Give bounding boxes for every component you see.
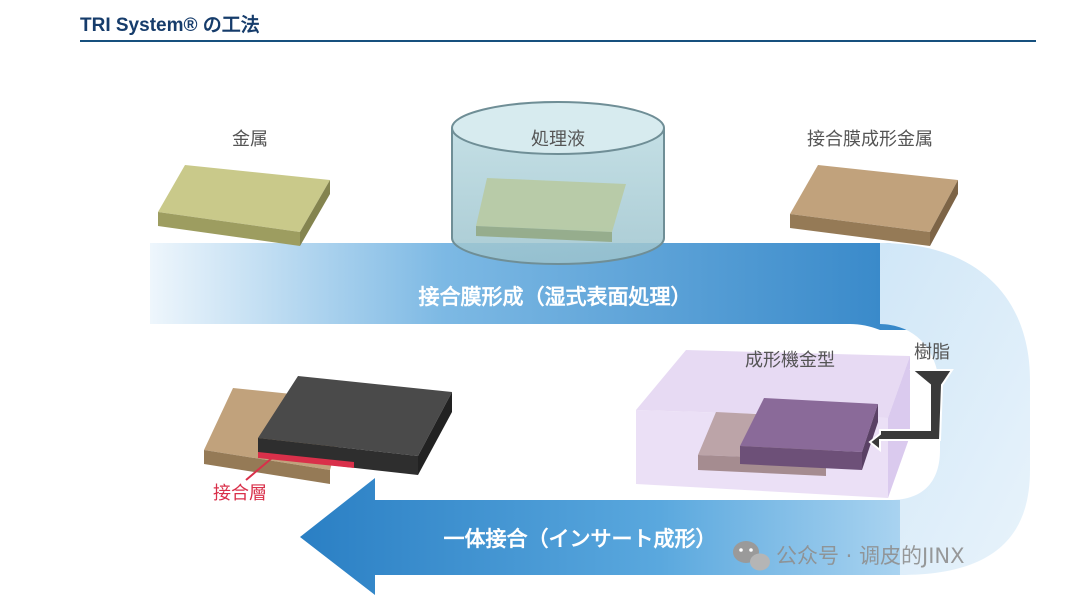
molding-die [636,350,910,498]
mold-label: 成形機金型 [745,350,835,371]
turn-flow-band [860,243,1030,575]
bonded-film-metal-plate [790,165,958,246]
bonding-layer-pointer [245,457,273,481]
treatment-liquid-label: 処理液 [531,129,585,150]
bottom-flow-band [300,478,900,595]
resin-nozzle-icon [868,369,954,453]
bottom-step-label: 一体接合（インサート成形） [444,527,717,551]
wechat-icon [733,541,770,571]
page-title: TRI System® の工法 [80,15,260,36]
watermark-text: 公众号 · 调皮的JINX [776,544,965,568]
metal-plate [158,165,330,246]
bonded-film-metal-label: 接合膜成形金属 [807,129,933,150]
top-step-label: 接合膜形成（湿式表面処理） [419,285,692,309]
bonded-product [204,376,452,484]
treatment-tank [451,101,665,265]
bonding-layer-label: 接合層 [213,483,267,504]
top-flow-band [150,243,985,330]
metal-label: 金属 [232,129,268,150]
title-divider [80,40,1036,42]
resin-label: 樹脂 [914,342,950,363]
